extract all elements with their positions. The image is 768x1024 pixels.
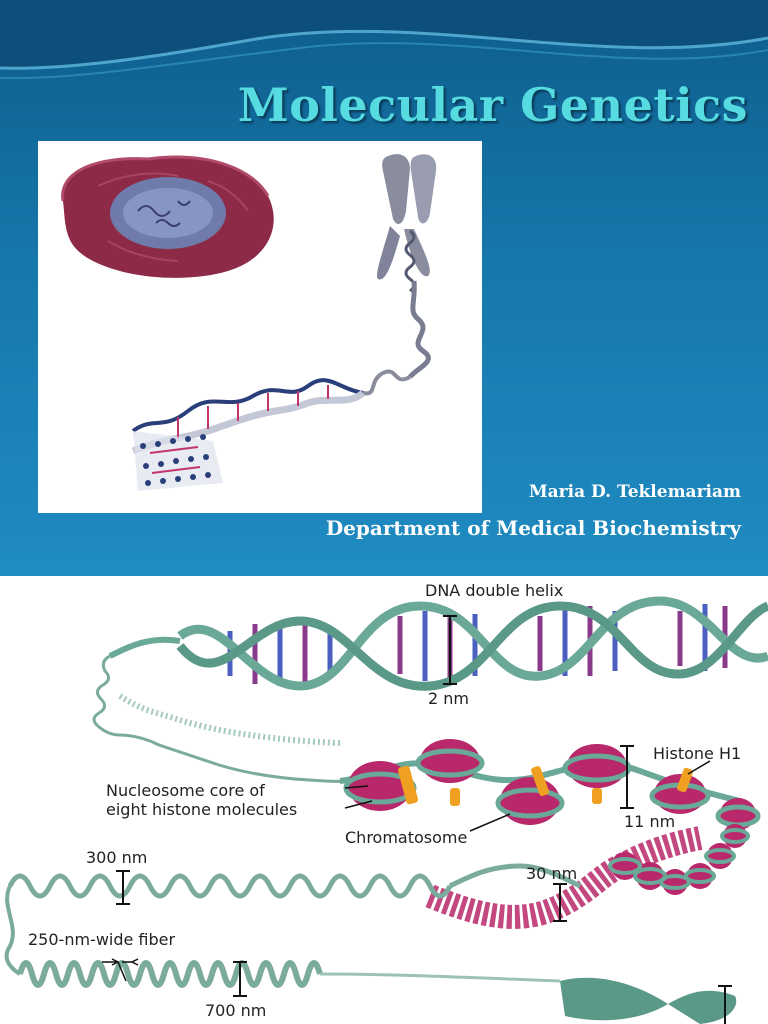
label-700nm: 700 nm [205, 1001, 267, 1020]
dna-double-helix-diagram [108, 596, 768, 691]
coiled-dna-connector [92, 654, 370, 783]
header-wave-decoration [0, 0, 768, 80]
cell-illustration [61, 155, 274, 278]
dna-helix-illustration [131, 378, 366, 491]
title-slide: Molecular Genetics [0, 0, 768, 576]
label-11nm: 11 nm [624, 812, 676, 831]
cell-to-dna-illustration [38, 141, 482, 513]
chromosome-illustration [362, 154, 437, 396]
label-histone-h1: Histone H1 [653, 744, 742, 763]
label-chromatosome: Chromatosome [345, 828, 468, 847]
label-dna-double-helix: DNA double helix [425, 581, 564, 600]
label-300nm: 300 nm [86, 848, 148, 867]
label-nucleosome-core-line2: eight histone molecules [106, 800, 298, 819]
author-name: Maria D. Teklemariam [528, 482, 741, 502]
300nm-coiled-fiber [7, 863, 582, 905]
30nm-fiber [425, 824, 750, 929]
department-name: Department of Medical Biochemistry [325, 516, 741, 540]
label-30nm: 30 nm [526, 864, 578, 883]
label-2nm: 2 nm [428, 689, 469, 708]
label-nucleosome-core-line1: Nucleosome core of [106, 781, 265, 800]
label-250nm-fiber: 250-nm-wide fiber [28, 930, 176, 949]
slide-title: Molecular Genetics [237, 78, 748, 132]
nucleosome-row [339, 739, 761, 832]
chromatin-diagram [4, 596, 768, 1024]
chromatin-structure-slide: DNA double helix 2 nm Histone H1 Nucleos… [0, 576, 768, 1024]
metaphase-chromosome-diagram [560, 977, 737, 1024]
700nm-coiled-fiber [4, 885, 561, 997]
